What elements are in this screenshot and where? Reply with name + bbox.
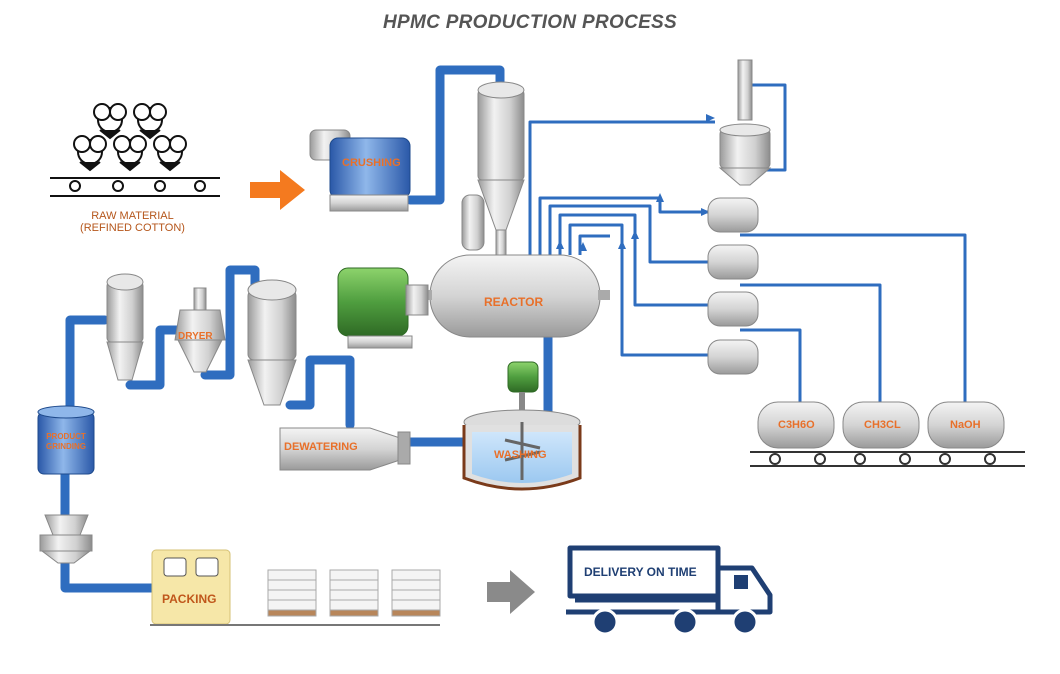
reactor-column [461, 194, 485, 251]
washing-tank [462, 361, 582, 491]
flow-arrowheads [556, 114, 715, 251]
washing-label: WASHING [494, 449, 547, 461]
cotton-icon [73, 103, 187, 172]
dewatering-label: DEWATERING [284, 441, 358, 453]
raw-material-label: RAW MATERIAL (REFINED COTTON) [60, 210, 205, 234]
dryer-label: DRYER [178, 331, 213, 342]
truck-wheels [591, 608, 759, 636]
raw-material-label-line2: (REFINED COTTON) [80, 222, 185, 234]
scrubber-column [718, 59, 772, 186]
tank-label-methyl-chloride: CH3CL [864, 419, 901, 431]
dewatering-machine [279, 427, 411, 471]
delivery-label: DELIVERY ON TIME [584, 565, 697, 579]
pipe-cyclone3-to-dryer [200, 265, 260, 380]
cyclone-1 [106, 273, 144, 381]
classifier [39, 514, 93, 564]
product-grinding-label: PRODUCT GRINDING [40, 432, 92, 452]
grinding-drum [37, 405, 95, 475]
pipe-classifier-to-packing [60, 555, 160, 593]
tank-label-propylene-oxide: C3H6O [778, 419, 815, 431]
metering-tanks [707, 197, 759, 375]
pipe-cyclone1-to-grinding [65, 315, 110, 415]
cyclone-3 [247, 279, 297, 406]
pallets [267, 569, 441, 617]
product-grinding-label-line2: GRINDING [46, 442, 86, 451]
crushing-label: CRUSHING [342, 157, 401, 169]
packing-label: PACKING [162, 592, 217, 606]
grey-flow-arrow [487, 570, 535, 614]
crushing-machine [309, 129, 411, 212]
orange-flow-arrow [250, 170, 305, 210]
page-title: HPMC PRODUCTION PROCESS [382, 12, 678, 33]
top-cyclone [477, 81, 525, 256]
tank-rail [750, 451, 1025, 467]
product-grinding-label-line1: PRODUCT [46, 432, 86, 441]
raw-material-conveyor [50, 177, 220, 197]
pipe-dewatering-to-cyclone3 [285, 355, 355, 430]
pipe-crushing-to-cyclone [405, 65, 505, 205]
storage-tanks [757, 401, 1005, 449]
raw-material-label-line1: RAW MATERIAL [91, 210, 174, 222]
chemical-lines [528, 83, 967, 402]
packing-machine [151, 549, 231, 625]
reactor-label: REACTOR [484, 295, 544, 309]
dryer [174, 287, 226, 373]
pipes [60, 65, 553, 593]
tank-label-sodium-hydroxide: NaOH [950, 419, 981, 431]
motor [337, 267, 429, 349]
